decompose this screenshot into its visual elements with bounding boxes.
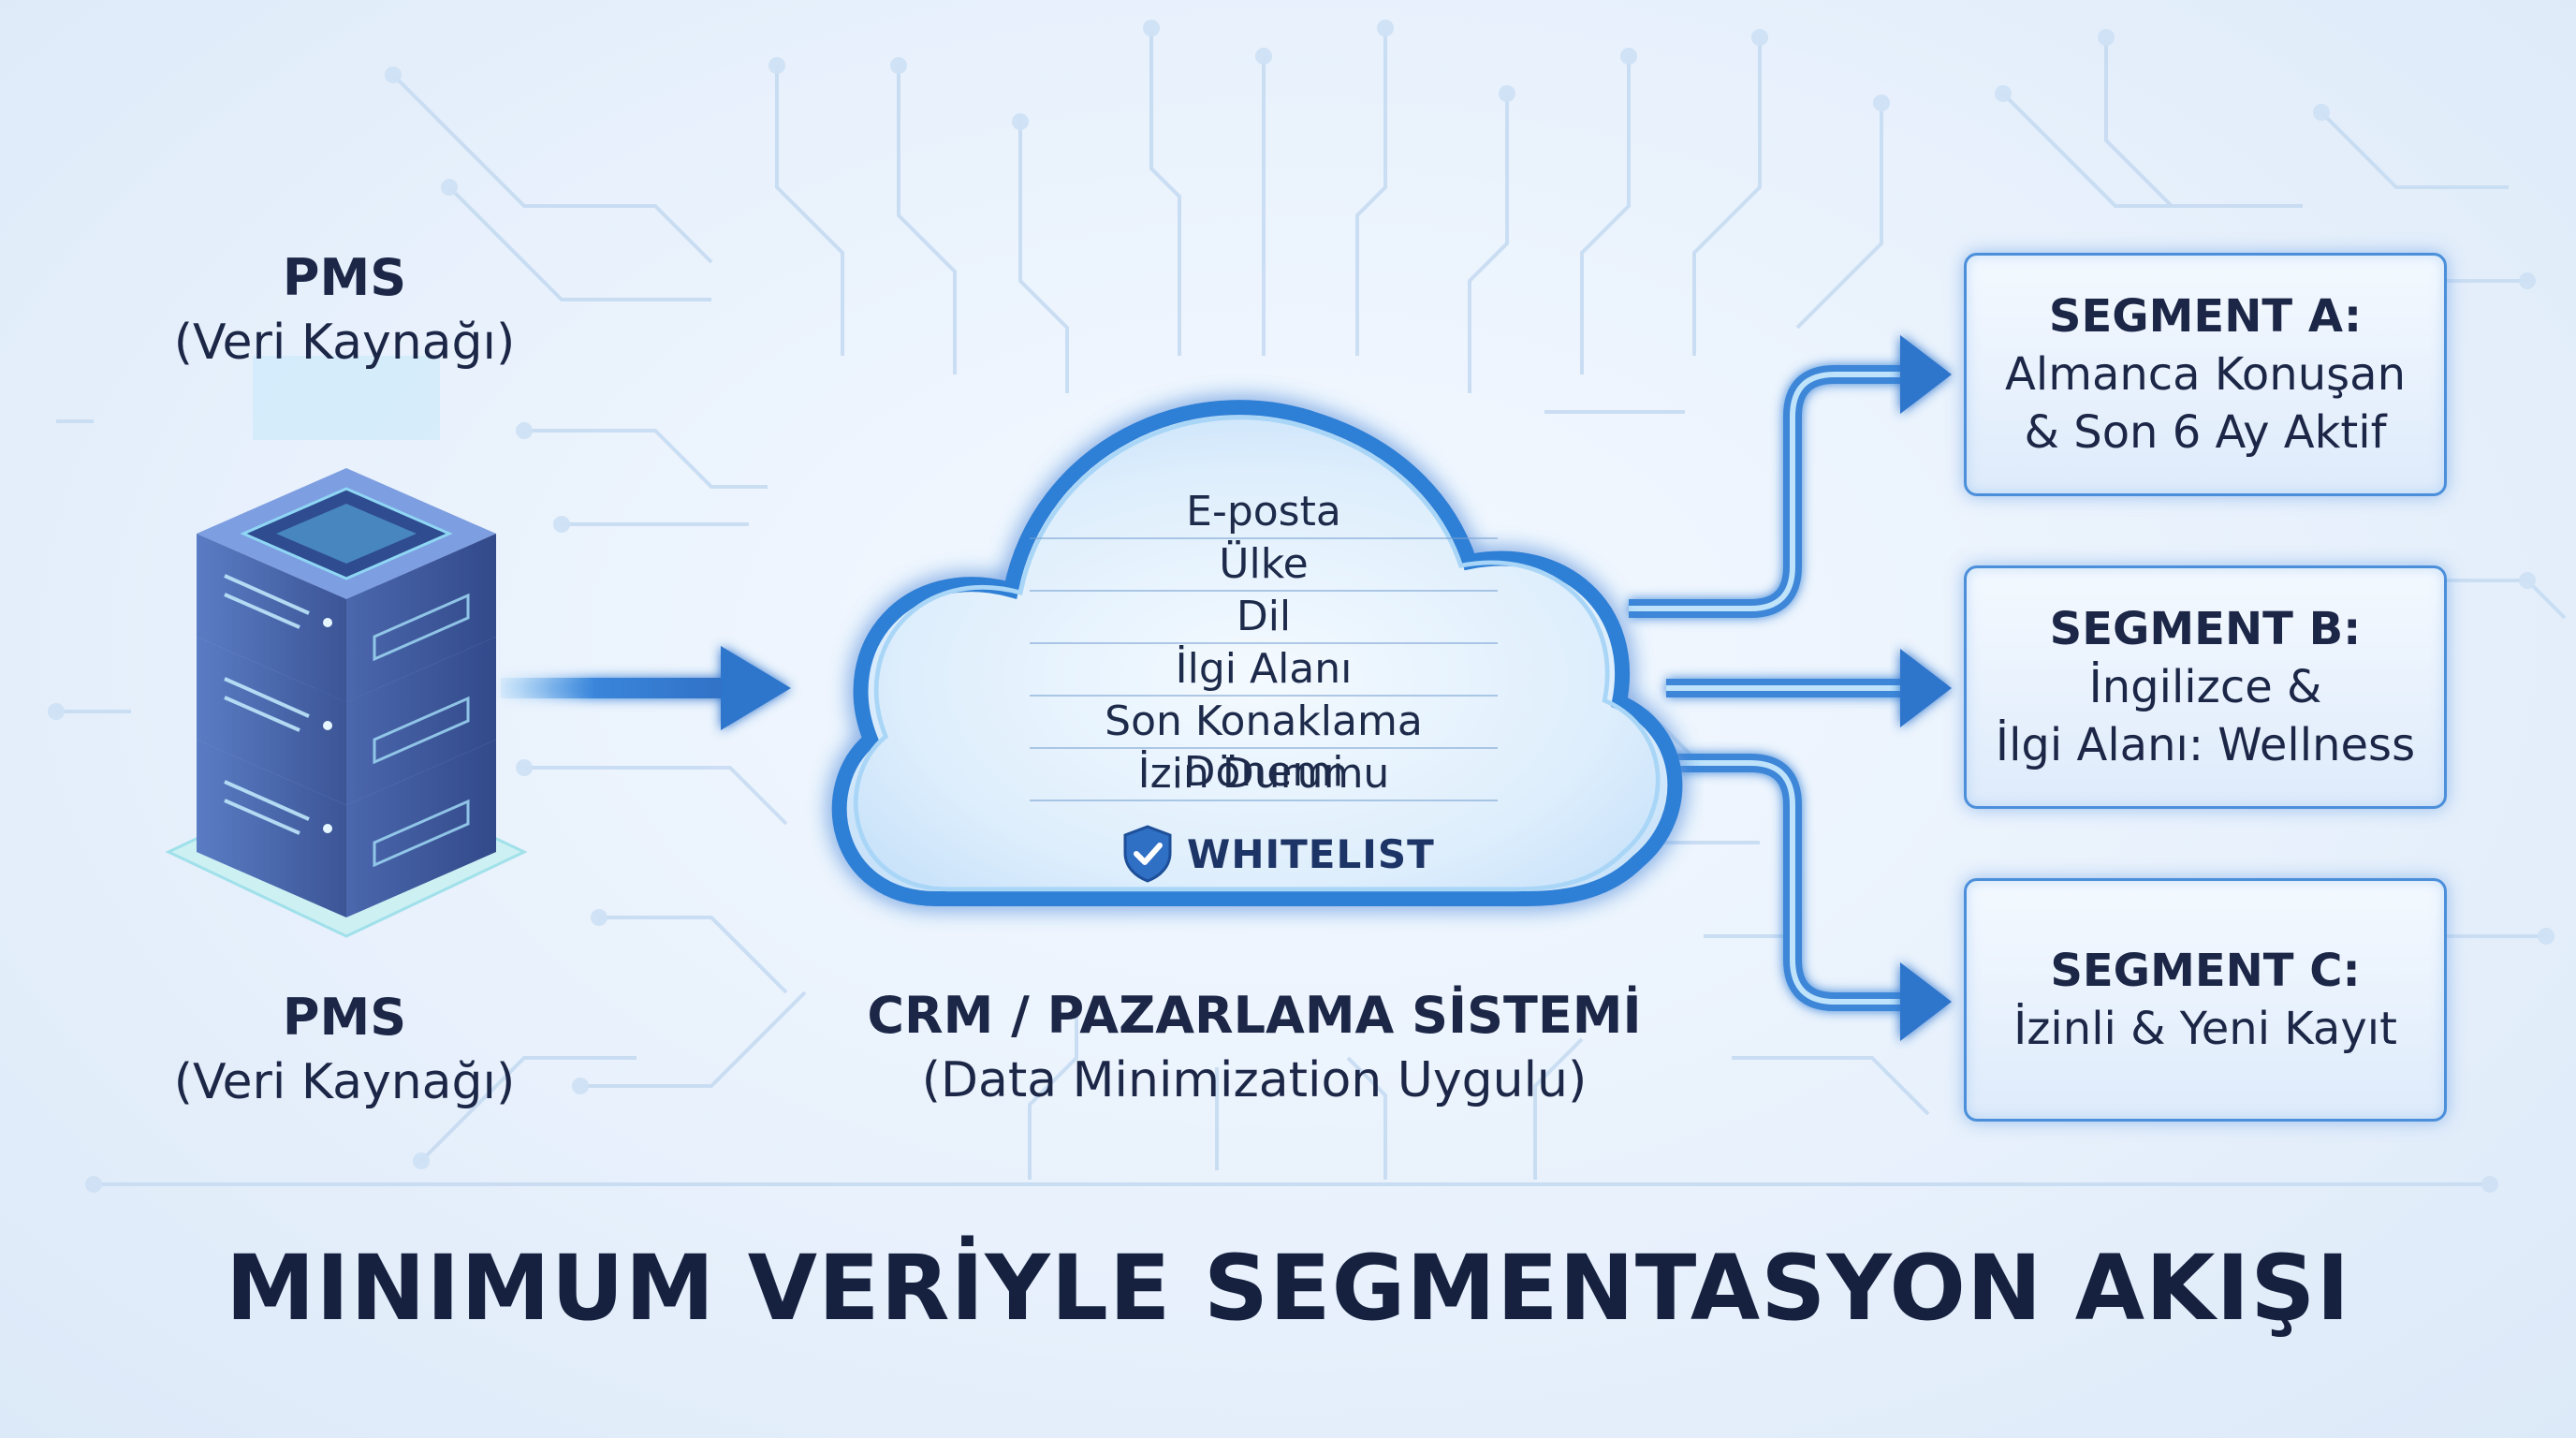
crm-subtitle: (Data Minimization Uygulu) [921,1052,1588,1108]
source-label-top: PMS (Veri Kaynağı) [157,245,532,374]
page-title: MINIMUM VERİYLE SEGMENTASYON AKIŞI [225,1236,2351,1341]
cloud-field: E-posta [1030,487,1498,539]
cloud-field: İlgi Alanı [1030,644,1498,697]
whitelist-label: WHITELIST [1187,830,1435,877]
cloud-field-list: E-posta Ülke Dil İlgi Alanı Son Konaklam… [1030,487,1498,801]
source-title-bottom: PMS [282,988,407,1047]
segment-b-title: SEGMENT B: [2049,603,2362,655]
source-title-top: PMS [282,248,407,307]
shield-check-icon [1123,825,1172,883]
segment-a-line-1: Almanca Konuşan [2005,348,2406,401]
segment-c-line-1: İzinli & Yeni Kayıt [2013,1003,2397,1055]
crm-label: CRM / PAZARLAMA SİSTEMİ (Data Minimizati… [842,983,1666,1112]
source-subtitle-bottom: (Veri Kaynağı) [173,1054,516,1110]
segment-b-box: SEGMENT B: İngilizce & İlgi Alanı: Welln… [1964,565,2447,809]
segment-a-line-2: & Son 6 Ay Aktif [2024,406,2387,459]
cloud-icon [831,400,1683,906]
source-label-bottom: PMS (Veri Kaynağı) [157,985,532,1114]
source-subtitle-top: (Veri Kaynağı) [173,315,516,371]
crm-title: CRM / PAZARLAMA SİSTEMİ [867,986,1642,1045]
whitelist-badge: WHITELIST [1121,824,1435,884]
server-rack-icon [165,356,528,938]
segment-b-line-1: İngilizce & [2088,661,2322,713]
cloud-field: Ülke [1030,539,1498,592]
segment-c-box: SEGMENT C: İzinli & Yeni Kayıt [1964,878,2447,1122]
cloud-field: Dil [1030,592,1498,644]
segment-a-box: SEGMENT A: Almanca Konuşan & Son 6 Ay Ak… [1964,253,2447,496]
segment-a-title: SEGMENT A: [2048,290,2363,343]
cloud-field: Son Konaklama Dönemi [1030,697,1498,796]
segment-b-line-2: İlgi Alanı: Wellness [1995,719,2416,771]
segment-c-title: SEGMENT C: [2050,945,2361,997]
cloud-field: İzin Durumu [1030,749,1498,801]
